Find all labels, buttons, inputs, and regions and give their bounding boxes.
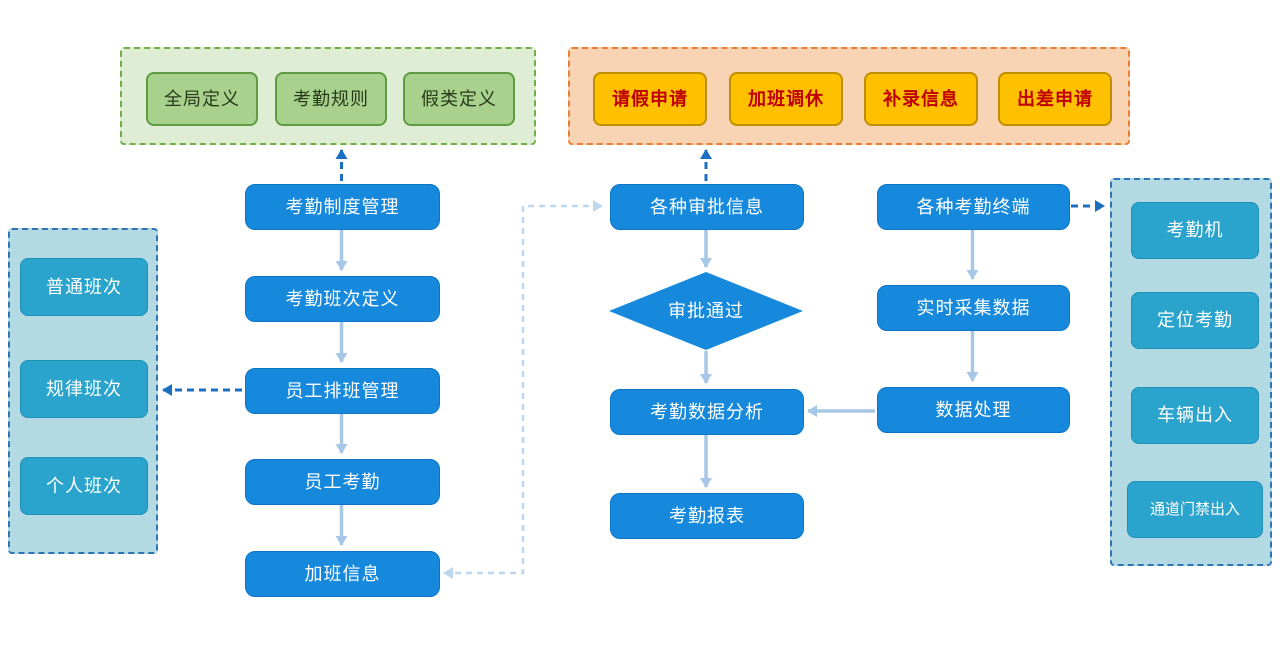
node-realtime-collect: 实时采集数据: [877, 285, 1070, 331]
node-approval-info: 各种审批信息: [610, 184, 804, 230]
node-attendance-report: 考勤报表: [610, 493, 804, 539]
node-attendance-rules: 考勤规则: [275, 72, 387, 126]
node-location-attendance: 定位考勤: [1131, 292, 1259, 349]
node-overtime-info: 加班信息: [245, 551, 440, 597]
node-data-process: 数据处理: [877, 387, 1070, 433]
node-leave-request: 请假申请: [593, 72, 707, 126]
node-employee-scheduling: 员工排班管理: [245, 368, 440, 414]
node-attendance-terminal: 各种考勤终端: [877, 184, 1070, 230]
node-gate-access: 通道门禁出入: [1127, 481, 1263, 538]
node-personal-shift: 个人班次: [20, 457, 148, 515]
node-attendance-system-mgmt: 考勤制度管理: [245, 184, 440, 230]
node-business-trip: 出差申请: [998, 72, 1112, 126]
node-attendance-machine: 考勤机: [1131, 202, 1259, 259]
node-vehicle-access: 车辆出入: [1131, 387, 1259, 444]
node-normal-shift: 普通班次: [20, 258, 148, 316]
node-supplement-info: 补录信息: [864, 72, 978, 126]
node-overtime-adjust: 加班调休: [729, 72, 843, 126]
node-leave-type-definition: 假类定义: [403, 72, 515, 126]
node-regular-shift: 规律班次: [20, 360, 148, 418]
node-global-definition: 全局定义: [146, 72, 258, 126]
node-employee-attendance: 员工考勤: [245, 459, 440, 505]
node-attendance-data-analysis: 考勤数据分析: [610, 389, 804, 435]
node-shift-definition: 考勤班次定义: [245, 276, 440, 322]
